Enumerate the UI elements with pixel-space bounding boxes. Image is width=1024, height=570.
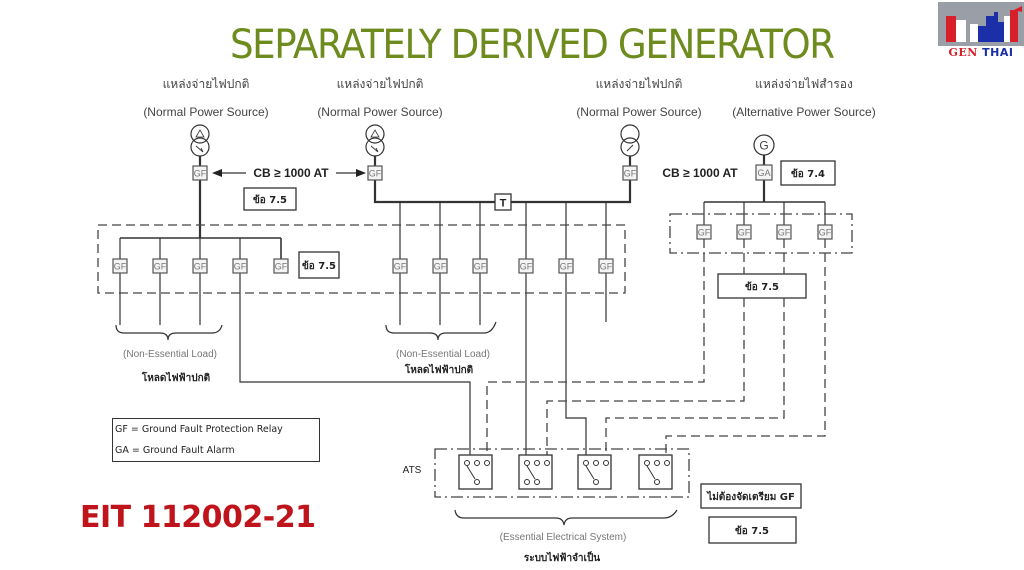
svg-text:GF: GF bbox=[275, 262, 288, 272]
source-2-thai: แหล่งจ่ายไฟปกติ bbox=[337, 77, 424, 91]
svg-text:ข้อ 7.4: ข้อ 7.4 bbox=[791, 168, 825, 180]
gen-thai-logo: GEN THAI bbox=[938, 2, 1024, 62]
ats-switch bbox=[638, 454, 673, 490]
svg-text:GF: GF bbox=[600, 262, 613, 272]
gf-device: GF bbox=[598, 258, 614, 274]
svg-text:ข้อ 7.5: ข้อ 7.5 bbox=[745, 281, 779, 293]
source-3-thai: แหล่งจ่ายไฟปกติ bbox=[596, 77, 683, 91]
gf-device: GF bbox=[112, 258, 128, 274]
tie-breaker: T bbox=[494, 193, 512, 211]
cb-rating-label-alt: CB ≥ 1000 AT bbox=[662, 166, 738, 180]
gf-device: GF bbox=[472, 258, 488, 274]
svg-text:GF: GF bbox=[778, 228, 791, 238]
svg-text:GF: GF bbox=[154, 262, 167, 272]
svg-text:ข้อ 7.5: ข้อ 7.5 bbox=[302, 260, 336, 272]
non-essential-load-thai: โหลดไฟฟ้าปกติ bbox=[141, 371, 210, 384]
clause-box: ข้อ 7.5 bbox=[708, 516, 797, 544]
gf-device: GF bbox=[152, 258, 168, 274]
essential-system-label: (Essential Electrical System) bbox=[500, 532, 627, 543]
clause-box: ข้อ 7.5 bbox=[717, 273, 807, 299]
ats-switch bbox=[577, 454, 612, 490]
svg-text:GF: GF bbox=[369, 169, 382, 179]
normal-gf-zone bbox=[97, 224, 626, 294]
gf-device: GF bbox=[232, 258, 248, 274]
clause-box: ข้อ 7.4 bbox=[780, 160, 836, 186]
essential-brace bbox=[454, 509, 678, 526]
gf-device: GF bbox=[192, 258, 208, 274]
gf-device: GF bbox=[696, 224, 712, 240]
logo-word-gen: GEN bbox=[948, 46, 978, 59]
svg-text:ไม่ต้องจัดเตรียม GF: ไม่ต้องจัดเตรียม GF bbox=[706, 490, 795, 503]
essential-system-thai: ระบบไฟฟ้าจำเป็น bbox=[524, 550, 600, 564]
svg-text:GA: GA bbox=[757, 168, 770, 178]
generator-icon: G bbox=[753, 134, 775, 156]
transformer-delta-wye-icon bbox=[365, 124, 385, 157]
non-essential-load-label: (Non-Essential Load) bbox=[396, 349, 490, 360]
source-1-english: (Normal Power Source) bbox=[143, 105, 268, 119]
svg-text:GF: GF bbox=[234, 262, 247, 272]
svg-text:GF: GF bbox=[698, 228, 711, 238]
slide-title: SEPARATELY DERIVED GENERATOR bbox=[229, 22, 835, 68]
load-brace bbox=[385, 321, 497, 341]
non-essential-load-thai: โหลดไฟฟ้าปกติ bbox=[404, 363, 473, 376]
gf-device: GF bbox=[192, 165, 208, 181]
svg-text:GF: GF bbox=[194, 262, 207, 272]
gf-device: GF bbox=[622, 165, 638, 181]
svg-text:GF: GF bbox=[434, 262, 447, 272]
svg-text:T: T bbox=[500, 198, 507, 210]
svg-text:GF: GF bbox=[194, 169, 207, 179]
clause-box: ข้อ 7.5 bbox=[243, 187, 297, 211]
source-4-thai: แหล่งจ่ายไฟสำรอง bbox=[755, 77, 853, 91]
source-4-english: (Alternative Power Source) bbox=[732, 105, 875, 119]
legend-box: GF = Ground Fault Protection Relay GA = … bbox=[112, 418, 320, 462]
ats-switch bbox=[458, 454, 493, 490]
svg-text:ข้อ 7.5: ข้อ 7.5 bbox=[253, 194, 287, 206]
load-brace bbox=[115, 324, 223, 341]
svg-text:GF: GF bbox=[819, 228, 832, 238]
svg-text:GF: GF bbox=[394, 262, 407, 272]
cb-rating-label: CB ≥ 1000 AT bbox=[253, 166, 329, 180]
legend-gf: GF = Ground Fault Protection Relay bbox=[115, 424, 283, 435]
non-essential-load-label: (Non-Essential Load) bbox=[123, 349, 217, 360]
ga-device: GA bbox=[755, 164, 773, 181]
transformer-icon bbox=[620, 124, 640, 157]
no-gf-required-box: ไม่ต้องจัดเตรียม GF bbox=[700, 483, 802, 509]
svg-text:GF: GF bbox=[738, 228, 751, 238]
gf-device: GF bbox=[518, 258, 534, 274]
generator-label: G bbox=[759, 139, 768, 153]
svg-text:ข้อ 7.5: ข้อ 7.5 bbox=[735, 525, 769, 537]
ats-switch bbox=[518, 454, 553, 490]
gf-device: GF bbox=[367, 165, 383, 181]
alternative-zone bbox=[669, 213, 853, 254]
ats-label: ATS bbox=[403, 465, 422, 476]
gf-device: GF bbox=[776, 224, 792, 240]
svg-text:GF: GF bbox=[624, 169, 637, 179]
gen-thai-logo-icon bbox=[938, 2, 1024, 46]
gf-device: GF bbox=[392, 258, 408, 274]
svg-text:GF: GF bbox=[114, 262, 127, 272]
ats-zone bbox=[434, 448, 690, 498]
logo-word-thai: THAI bbox=[982, 46, 1014, 59]
clause-box: ข้อ 7.5 bbox=[298, 251, 340, 279]
gf-device: GF bbox=[273, 258, 289, 274]
gf-device: GF bbox=[736, 224, 752, 240]
transformer-delta-wye-icon bbox=[190, 124, 210, 157]
source-2-english: (Normal Power Source) bbox=[317, 105, 442, 119]
svg-text:GF: GF bbox=[474, 262, 487, 272]
source-3-english: (Normal Power Source) bbox=[576, 105, 701, 119]
svg-text:GF: GF bbox=[560, 262, 573, 272]
standard-reference: EIT 112002-21 bbox=[80, 500, 316, 535]
source-1-thai: แหล่งจ่ายไฟปกติ bbox=[163, 77, 250, 91]
gf-device: GF bbox=[432, 258, 448, 274]
gf-device: GF bbox=[558, 258, 574, 274]
gf-device: GF bbox=[817, 224, 833, 240]
svg-text:GF: GF bbox=[520, 262, 533, 272]
legend-ga: GA = Ground Fault Alarm bbox=[115, 445, 235, 456]
